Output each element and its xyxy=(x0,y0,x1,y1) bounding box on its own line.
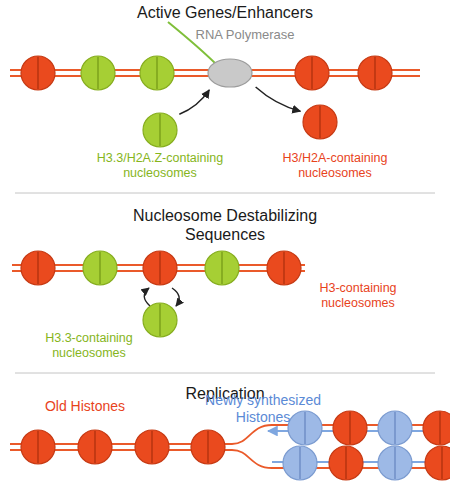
section-band: Active Genes/EnhancersRNA PolymeraseH3.3… xyxy=(0,0,450,193)
nucleosome-outline xyxy=(143,303,177,337)
nucleosome-outline xyxy=(143,113,177,147)
nucleosome-chain xyxy=(21,411,450,480)
nucleosome-chain xyxy=(21,251,301,285)
note-label: Old Histones xyxy=(30,398,140,415)
node-label: H3/H2A-containing nucleosomes xyxy=(270,151,400,181)
node-label: H3.3-containing nucleosomes xyxy=(39,331,139,361)
node-label: H3.3/H2A.Z-containing nucleosomes xyxy=(85,151,235,181)
node-label: RNA Polymerase xyxy=(190,27,300,43)
exchange-arrow xyxy=(179,90,209,114)
nucleosome: H3.3-containing nucleosomes xyxy=(143,303,177,337)
note-label: H3-containing nucleosomes xyxy=(308,281,408,311)
section-band: Replication xyxy=(0,373,450,481)
rna-polymerase-outline xyxy=(207,58,253,88)
rna-polymerase: RNA Polymerase xyxy=(207,58,253,88)
nucleosome-outline xyxy=(303,105,337,139)
section-divider xyxy=(15,373,435,374)
nucleosome: H3/H2A-containing nucleosomes xyxy=(303,105,337,139)
section-heading: Active Genes/Enhancers xyxy=(0,3,450,23)
note-label: Newly synthesized Histones xyxy=(198,392,328,426)
exchange-arrow xyxy=(144,288,150,306)
nucleosome-chain xyxy=(21,56,392,90)
section-divider xyxy=(15,193,435,194)
exchange-arrow xyxy=(256,87,301,111)
exchange-arrow xyxy=(172,288,179,306)
nucleosome: H3.3/H2A.Z-containing nucleosomes xyxy=(143,113,177,147)
section-heading: Nucleosome Destabilizing Sequences xyxy=(115,206,335,244)
